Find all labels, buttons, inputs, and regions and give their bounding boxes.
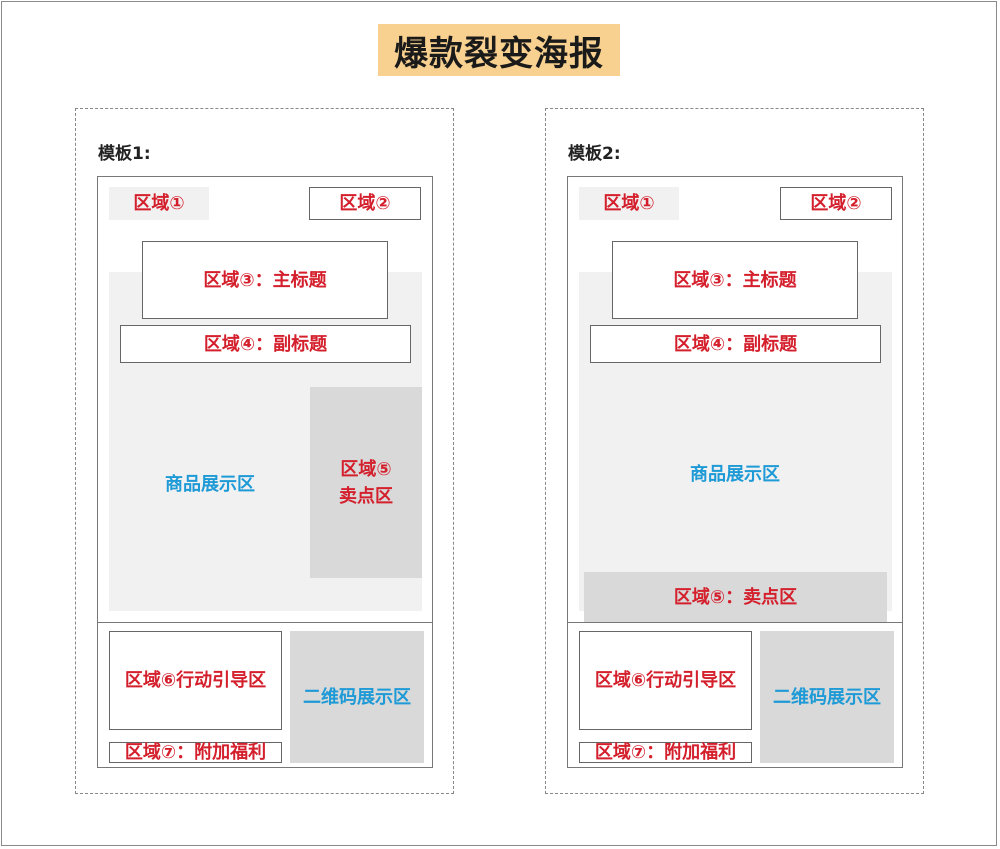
template-2-container <box>545 108 924 794</box>
template-1-zone4-subtitle: 区域④：副标题 <box>120 325 411 363</box>
template-2-zone6-call-to-action: 区域⑥行动引导区 <box>579 631 752 730</box>
template-2-background <box>579 272 892 611</box>
template-2-label: 模板2: <box>568 144 621 164</box>
template-1-zone5-line2: 卖点区 <box>339 485 393 507</box>
template-1-poster: 区域① 区域② 区域③：主标题 区域④：副标题 商品展示区 区域⑤ 卖点区 区域… <box>97 176 433 768</box>
template-2-zone7-bonus: 区域⑦：附加福利 <box>579 742 752 763</box>
template-1-label: 模板1: <box>98 144 151 164</box>
template-2-zone3-main-title: 区域③：主标题 <box>612 241 858 319</box>
template-1-qr-area: 二维码展示区 <box>290 631 424 763</box>
template-2-poster: 区域① 区域② 区域③：主标题 区域④：副标题 商品展示区 区域⑤：卖点区 区域… <box>567 176 903 768</box>
template-1-container <box>75 108 454 794</box>
template-1-zone6-call-to-action: 区域⑥行动引导区 <box>109 631 282 730</box>
template-2-zone4-subtitle: 区域④：副标题 <box>590 325 881 363</box>
template-2-qr-area: 二维码展示区 <box>760 631 894 763</box>
template-1-zone1: 区域① <box>109 187 209 220</box>
template-2-divider <box>568 622 902 623</box>
page-title: 爆款裂变海报 <box>378 24 620 76</box>
template-1-zone5-selling-points: 区域⑤ 卖点区 <box>310 387 422 578</box>
template-2-product-area: 商品展示区 <box>690 463 780 485</box>
template-1-divider <box>98 622 432 623</box>
template-1-product-area: 商品展示区 <box>165 473 255 495</box>
template-2-zone2: 区域② <box>780 187 892 220</box>
template-1-zone5-line1: 区域⑤ <box>340 458 392 480</box>
template-2-zone5-selling-points: 区域⑤：卖点区 <box>584 572 887 622</box>
template-1-zone2: 区域② <box>309 187 421 220</box>
template-1-zone7-bonus: 区域⑦：附加福利 <box>109 742 282 763</box>
template-2-zone1: 区域① <box>579 187 679 220</box>
template-1-zone3-main-title: 区域③：主标题 <box>142 241 388 319</box>
